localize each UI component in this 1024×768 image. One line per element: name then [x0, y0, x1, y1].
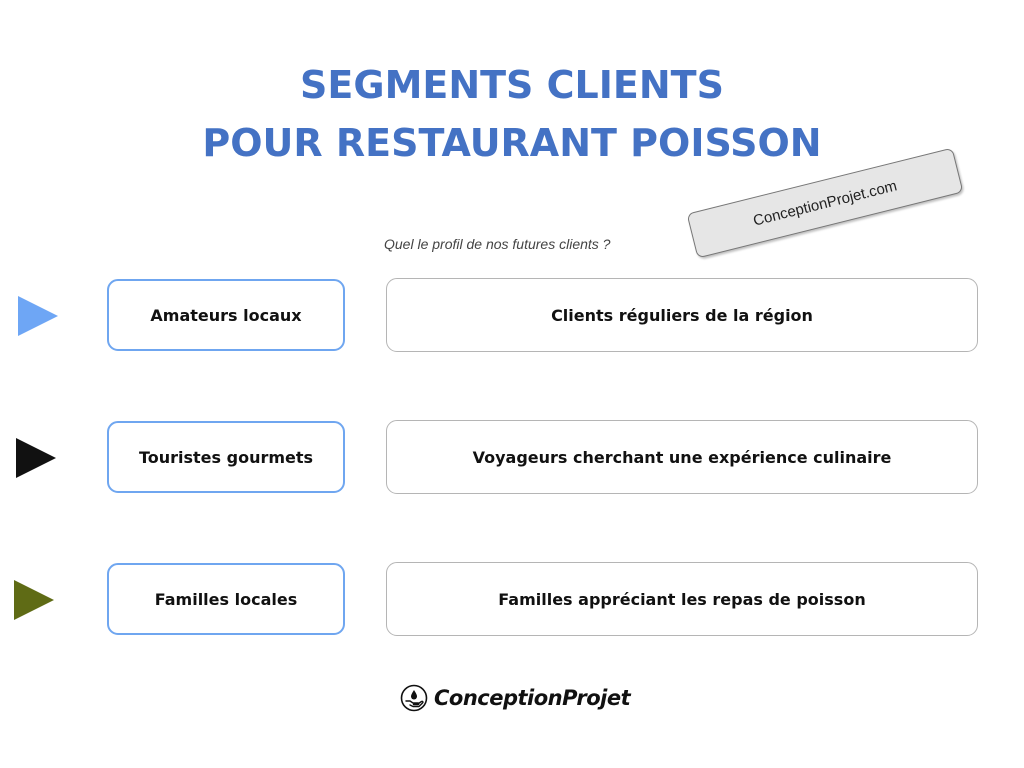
segment-description-box: Voyageurs cherchant une expérience culin…	[386, 420, 978, 494]
segment-name: Touristes gourmets	[138, 447, 314, 467]
arrow-icon	[16, 438, 56, 478]
segment-box: Amateurs locaux	[107, 279, 345, 351]
segment-description-box: Familles appréciant les repas de poisson	[386, 562, 978, 636]
segment-name: Amateurs locaux	[150, 305, 302, 325]
logo-text: ConceptionProjet	[434, 686, 631, 710]
page-title-line-2: POUR RESTAURANT POISSON	[202, 121, 822, 165]
segment-description-box: Clients réguliers de la région	[386, 278, 978, 352]
segment-box: Touristes gourmets	[107, 421, 345, 493]
hand-drop-icon	[400, 684, 428, 712]
arrow-icon	[18, 296, 58, 336]
subtitle: Quel le profil de nos futures clients ?	[384, 236, 611, 252]
page-title-line-1: SEGMENTS CLIENTS	[300, 63, 724, 107]
segment-description: Clients réguliers de la région	[551, 305, 813, 325]
arrow-icon	[14, 580, 54, 620]
watermark-stamp-text: ConceptionProjet.com	[751, 176, 899, 230]
segment-box: Familles locales	[107, 563, 345, 635]
segment-description: Familles appréciant les repas de poisson	[498, 589, 866, 609]
conceptionprojet-logo: ConceptionProjet	[400, 678, 631, 718]
segment-name: Familles locales	[154, 589, 298, 609]
segment-description: Voyageurs cherchant une expérience culin…	[472, 447, 892, 467]
